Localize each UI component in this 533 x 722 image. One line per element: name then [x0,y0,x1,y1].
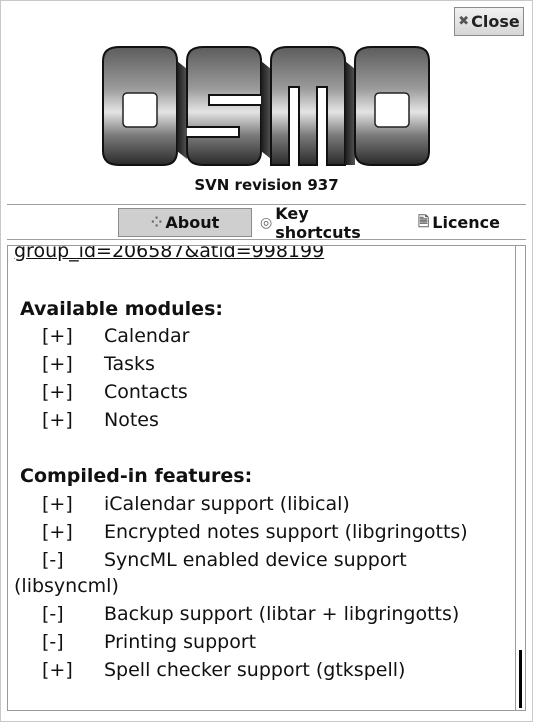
tab-bar: ⁘ About ◎ Key shortcuts 🗎 Licence [1,204,532,242]
feature-status: [-] [42,631,64,653]
module-label: Contacts [104,381,188,403]
tab-key-shortcuts[interactable]: ◎ Key shortcuts [260,204,390,242]
tab-about[interactable]: ⁘ About [118,208,252,237]
feature-status: [+] [42,659,73,681]
feature-status: [+] [42,521,73,543]
module-label: Notes [104,409,159,431]
feature-label: SyncML enabled device support [104,549,407,571]
vertical-scrollbar[interactable] [515,245,526,711]
tab-licence[interactable]: 🗎 Licence [418,208,508,237]
tab-divider [7,239,526,240]
tab-licence-label: Licence [432,213,501,232]
module-status: [+] [42,409,73,431]
about-content: group_id=206587&atid=998199 Available mo… [7,245,515,711]
module-status: [+] [42,325,73,347]
feature-status: [+] [42,493,73,515]
header-divider [7,204,526,205]
feature-label-continuation: (libsyncml) [14,575,119,597]
feature-label: Spell checker support (gtkspell) [104,659,406,681]
feature-label: Printing support [104,631,257,653]
radio-circle-icon: ◎ [260,214,273,231]
modules-heading: Available modules: [20,298,223,320]
bug-report-link[interactable]: group_id=206587&atid=998199 [14,245,325,262]
module-label: Tasks [104,353,155,375]
osmo-logo [102,46,430,166]
features-heading: Compiled-in features: [20,465,253,487]
about-dots-icon: ⁘ [150,214,163,231]
revision-label: SVN revision 937 [194,176,339,194]
module-status: [+] [42,353,73,375]
module-status: [+] [42,381,73,403]
close-button-label: Close [471,12,520,31]
feature-label: iCalendar support (libical) [104,493,350,515]
tab-key-shortcuts-label: Key shortcuts [275,203,361,242]
feature-status: [-] [42,549,64,571]
module-label: Calendar [104,325,190,347]
feature-label: Backup support (libtar + libgringotts) [104,603,460,625]
document-pen-icon: 🗎 [418,213,430,230]
close-button[interactable]: ✖ Close [454,7,524,36]
feature-status: [-] [42,603,64,625]
tab-about-label: About [165,213,220,232]
close-x-icon: ✖ [458,14,470,29]
scrollbar-thumb[interactable] [519,650,522,708]
feature-label: Encrypted notes support (libgringotts) [104,521,468,543]
